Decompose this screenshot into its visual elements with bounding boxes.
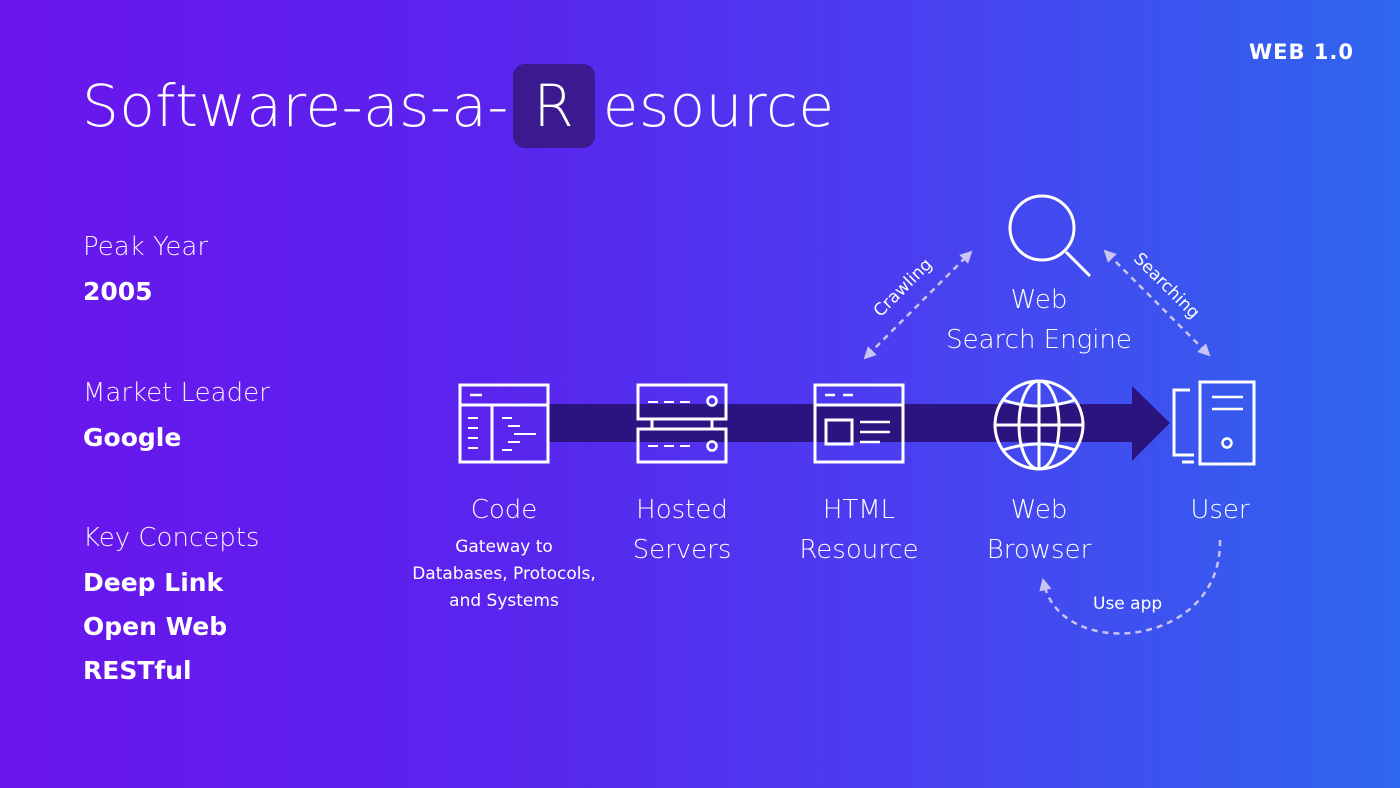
server-rack-icon [636, 383, 728, 464]
web-page-icon [813, 383, 905, 464]
computer-icon [1172, 380, 1256, 466]
node-code-sub-line: Databases, Protocols, [412, 564, 596, 584]
node-code-label: Code [470, 495, 538, 525]
web-version-badge: WEB 1.0 [1248, 40, 1354, 64]
node-servers-label: Hosted Servers [582, 490, 782, 570]
key-concepts-label: Key Concepts [83, 523, 260, 553]
peak-year-value: 2005 [83, 277, 153, 306]
key-concept-item: Deep Link [83, 568, 224, 597]
peak-year-label: Peak Year [83, 232, 209, 262]
title-highlight-box: R [512, 64, 595, 148]
node-browser-line: Browser [986, 535, 1092, 565]
node-html-line: Resource [799, 535, 919, 565]
key-concept-item: Open Web [83, 612, 228, 641]
market-leader-label: Market Leader [83, 378, 270, 408]
title-prefix: Software-as-a- [82, 72, 509, 140]
node-html-label: HTML Resource [759, 490, 959, 570]
page-title: Software-as-a- R esource [82, 64, 835, 148]
node-code-description: Gateway to Databases, Protocols, and Sys… [384, 534, 624, 615]
node-html-line: HTML [822, 495, 896, 525]
market-leader-block: Market Leader Google [83, 378, 270, 460]
node-search-line: Web [1010, 285, 1068, 315]
node-user-label: User [1190, 495, 1250, 525]
searching-connector [1103, 249, 1211, 357]
use-app-connector [1039, 539, 1222, 635]
node-servers-line: Hosted [636, 495, 728, 525]
node-code-sub-line: and Systems [449, 591, 559, 611]
magnifier-icon [1008, 194, 1092, 278]
node-browser-label: Web Browser [939, 490, 1139, 570]
use-app-label: Use app [1093, 594, 1163, 614]
node-search-line: Search Engine [946, 325, 1132, 355]
market-leader-value: Google [83, 423, 182, 452]
node-browser-line: Web [1010, 495, 1068, 525]
key-concepts-list: Deep Link Open Web RESTful [83, 561, 259, 693]
node-search-label: Web Search Engine [919, 280, 1159, 360]
crawling-connector [863, 250, 973, 360]
code-window-icon [458, 383, 550, 464]
peak-year-block: Peak Year 2005 [83, 232, 208, 314]
key-concept-item: RESTful [83, 656, 192, 685]
globe-icon [993, 379, 1085, 471]
node-code-sub-line: Gateway to [455, 537, 553, 557]
title-suffix: esource [602, 72, 835, 140]
node-servers-line: Servers [632, 535, 732, 565]
key-concepts-block: Key Concepts Deep Link Open Web RESTful [83, 523, 259, 693]
title-highlight-letter: R [533, 72, 575, 140]
